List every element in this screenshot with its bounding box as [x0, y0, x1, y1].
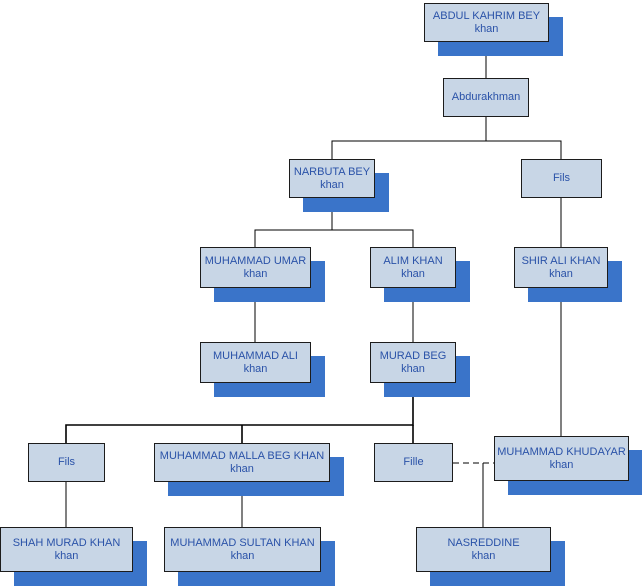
- person-name: MURAD BEG: [379, 349, 447, 362]
- person-title: khan: [549, 458, 574, 471]
- person-name: ALIM KHAN: [383, 254, 443, 267]
- edge-narbuta-bey-to-alim-khan: [332, 229, 414, 247]
- person-title: khan: [320, 178, 344, 191]
- edge-narbuta-bey-to-muhammad-umar: [254, 198, 333, 247]
- person-title: khan: [243, 362, 268, 375]
- edge-abdurakhman-to-narbuta-bey: [331, 117, 487, 159]
- person-name: ABDUL KAHRIM BEY: [432, 9, 541, 22]
- person-title: khan: [243, 267, 268, 280]
- person-box[interactable]: Abdurakhman: [443, 78, 529, 117]
- person-title: khan: [230, 549, 255, 562]
- person-title: khan: [401, 267, 425, 280]
- person-box[interactable]: Fils: [521, 159, 602, 198]
- person-name: Fils: [552, 172, 571, 184]
- person-name: MUHAMMAD MALLA BEG KHAN: [159, 449, 325, 462]
- person-title: khan: [230, 462, 254, 475]
- person-name: MUHAMMAD ALI: [213, 349, 298, 362]
- person-name: NASREDDINE: [447, 536, 520, 549]
- person-title: khan: [471, 549, 496, 562]
- person-name: MUHAMMAD UMAR: [204, 254, 307, 267]
- edge-abdurakhman-to-fils-top: [486, 140, 562, 159]
- person-name: SHIR ALI KHAN: [521, 254, 601, 267]
- person-name: SHAH MURAD KHAN: [12, 536, 121, 549]
- person-box[interactable]: Fille: [374, 443, 453, 482]
- person-box[interactable]: Fils: [28, 443, 105, 482]
- person-name: MUHAMMAD KHUDAYAR: [497, 445, 626, 458]
- person-name: Fils: [57, 456, 76, 468]
- edge-murad-beg-to-fils-left: [65, 383, 414, 443]
- person-name: MUHAMMAD SULTAN KHAN: [170, 536, 315, 549]
- person-title: khan: [54, 549, 79, 562]
- person-name: NARBUTA BEY: [293, 165, 371, 178]
- person-title: khan: [549, 267, 573, 280]
- person-name: Abdurakhman: [451, 91, 521, 103]
- person-title: khan: [401, 362, 425, 375]
- person-title: khan: [474, 22, 499, 35]
- person-name: Fille: [403, 456, 424, 468]
